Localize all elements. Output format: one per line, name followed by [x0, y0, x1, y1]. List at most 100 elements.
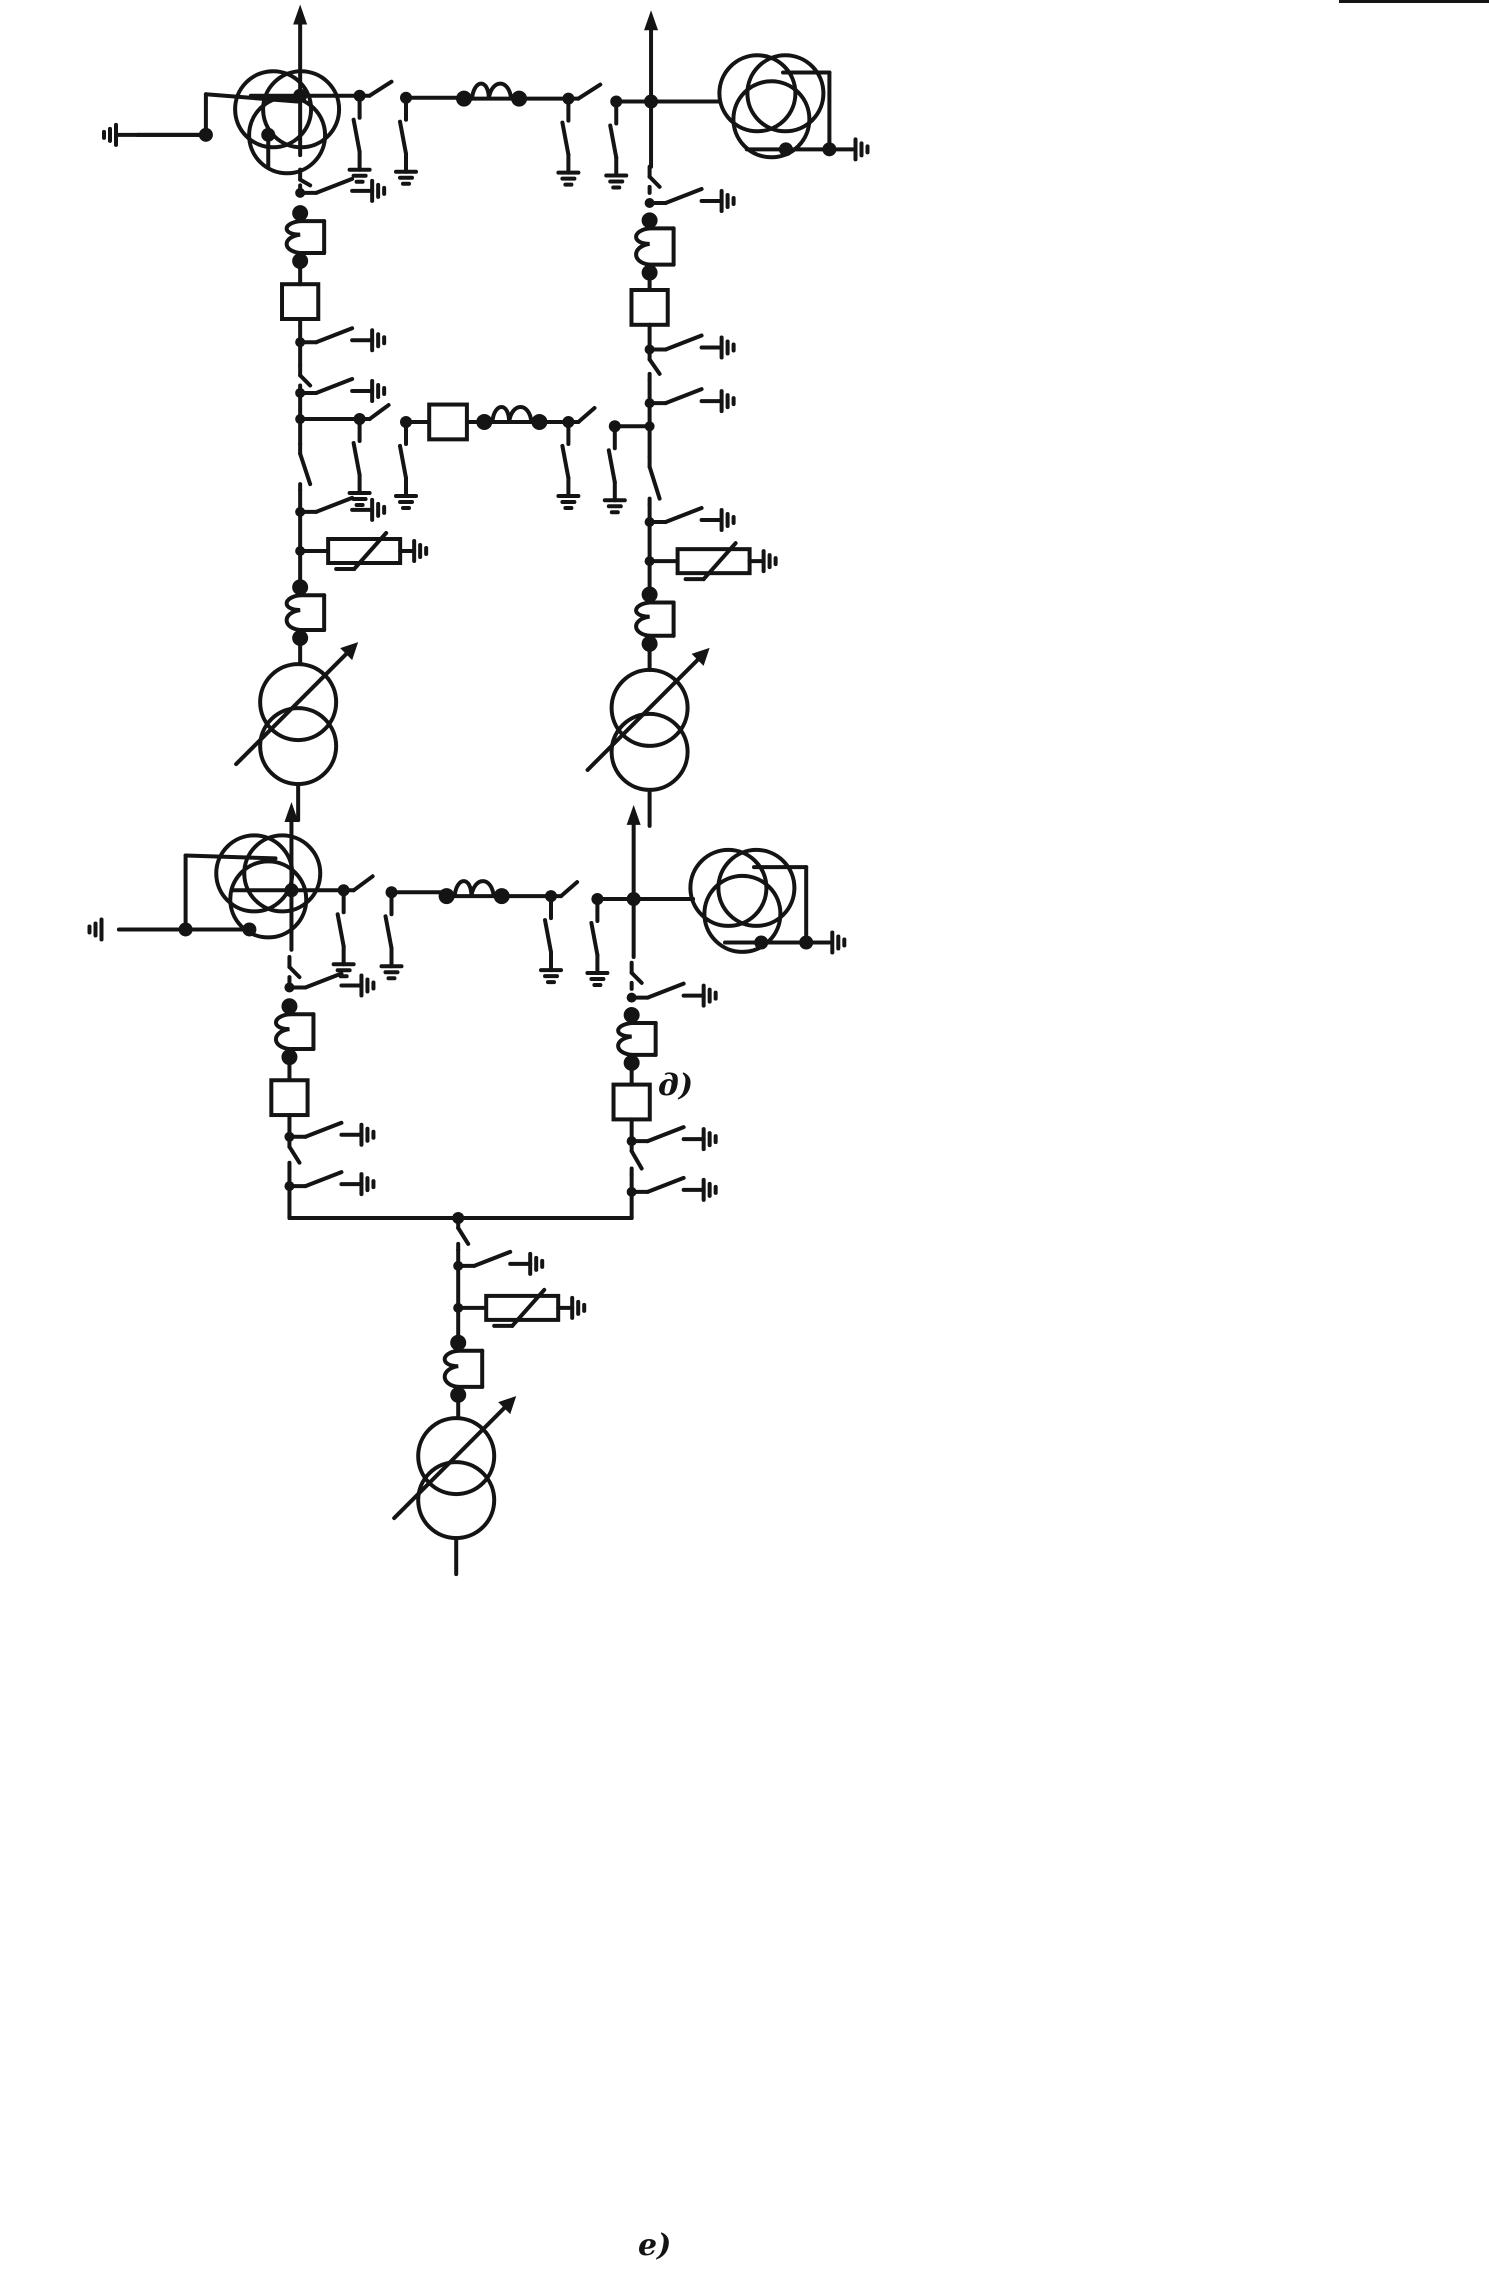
switch-blade — [303, 971, 344, 990]
switch-blade — [647, 174, 662, 189]
arrow-head — [626, 804, 641, 825]
disconnector-icon — [287, 955, 302, 986]
junction-dot — [242, 922, 257, 937]
disconnector-icon — [647, 454, 662, 507]
earthing-switch-icon — [602, 421, 627, 515]
switch-blade — [663, 387, 704, 406]
arrester-nonlinear — [510, 1287, 547, 1328]
junction-dot — [799, 935, 814, 950]
three-winding-transformer-icon — [233, 69, 342, 176]
circuit-breaker-icon — [269, 1078, 310, 1118]
disconnector-icon — [456, 1216, 471, 1252]
current-limiting-reactor-icon — [284, 579, 327, 646]
current-limiting-reactor-icon — [442, 1334, 485, 1403]
transformer-winding — [247, 95, 328, 176]
earthing-switch-icon — [295, 376, 387, 403]
regulating-autotransformer-icon — [234, 642, 359, 823]
switch-blade — [367, 403, 391, 422]
disconnector-icon — [629, 1139, 644, 1177]
ground-icon — [602, 498, 627, 515]
earthing-switch-icon — [539, 891, 563, 985]
switch-blade — [298, 177, 313, 188]
switch-blade — [647, 357, 662, 376]
switch-blade — [298, 373, 313, 388]
reactor-coil — [442, 1348, 461, 1389]
switch-blade — [647, 464, 662, 501]
transformer-winding — [233, 69, 314, 150]
reactor-coil — [634, 226, 652, 267]
ground-icon — [556, 170, 581, 187]
switch-blade — [543, 918, 553, 955]
junction-dot — [476, 413, 493, 430]
arrow-head — [293, 4, 308, 25]
wire — [183, 853, 278, 861]
reactor-coil — [274, 1012, 292, 1052]
junction-dot — [261, 127, 276, 142]
regulation-arrow — [392, 1398, 515, 1521]
switch-blade — [314, 495, 355, 514]
earthing-switch-icon — [626, 981, 718, 1008]
diagram-e-caption: е) — [638, 2228, 672, 2263]
earthing-switch-icon — [556, 416, 581, 510]
reactor-coil — [616, 1021, 634, 1057]
earthing-switch-icon — [284, 971, 376, 998]
ground-icon — [394, 493, 418, 510]
current-limiting-reactor-icon — [274, 998, 316, 1066]
disconnector-icon — [647, 164, 662, 195]
junction-dot — [754, 935, 769, 950]
ground-icon — [359, 973, 376, 998]
junction-dot — [822, 142, 837, 157]
ground-icon — [412, 539, 429, 563]
ground-icon — [379, 964, 404, 981]
surge-arrester-icon — [453, 1287, 587, 1328]
earthing-switch-icon — [347, 90, 372, 184]
ground-icon — [761, 549, 778, 574]
reactor-coil — [634, 600, 652, 638]
switch-blade — [287, 1144, 302, 1165]
switch-blade — [645, 1175, 686, 1194]
junction-dot — [778, 142, 793, 157]
diagram-e — [87, 802, 847, 1577]
junction-dot — [511, 90, 528, 107]
switch-blade — [645, 1125, 686, 1144]
ground-icon — [701, 983, 718, 1008]
diagram-d — [102, 4, 870, 828]
ground-icon — [853, 137, 870, 162]
ground-icon — [719, 335, 736, 360]
transformer-winding — [416, 1460, 497, 1541]
earthing-switch-icon — [295, 495, 387, 522]
disconnector-icon — [298, 363, 313, 394]
ground-icon — [370, 497, 387, 522]
earthing-switch-icon — [626, 1125, 718, 1152]
regulation-arrow — [585, 649, 708, 772]
wire — [203, 92, 300, 104]
junction-dot — [493, 888, 510, 905]
ground-icon — [585, 971, 610, 987]
switch-blade — [303, 1170, 344, 1189]
switch-blade — [608, 123, 619, 160]
ground-icon — [370, 328, 387, 353]
transformer-winding — [702, 873, 783, 954]
switch-blade — [314, 176, 355, 195]
junction-dot — [641, 586, 658, 603]
page-edge-mark — [1339, 0, 1489, 3]
circuit-breaker-icon — [611, 1082, 652, 1122]
switch-blade — [663, 187, 704, 205]
switch-blade — [303, 1120, 344, 1139]
arrester-nonlinear — [352, 531, 389, 571]
transformer-winding — [745, 53, 826, 134]
earthing-switch-icon — [644, 387, 736, 414]
ground-icon — [719, 189, 736, 213]
switch-blade — [351, 117, 362, 154]
outgoing-line-arrow-icon — [284, 802, 299, 952]
transformer-winding — [609, 711, 690, 792]
earthing-switch-icon — [295, 176, 387, 203]
ground-icon — [359, 1122, 376, 1147]
junction-dot — [531, 413, 548, 430]
switch-blade — [398, 443, 408, 480]
three-winding-transformer-icon — [688, 847, 797, 954]
ground-icon — [701, 1177, 718, 1202]
disconnector-icon — [298, 441, 313, 493]
switch-blade — [629, 1149, 644, 1171]
switch-blade — [398, 119, 408, 156]
